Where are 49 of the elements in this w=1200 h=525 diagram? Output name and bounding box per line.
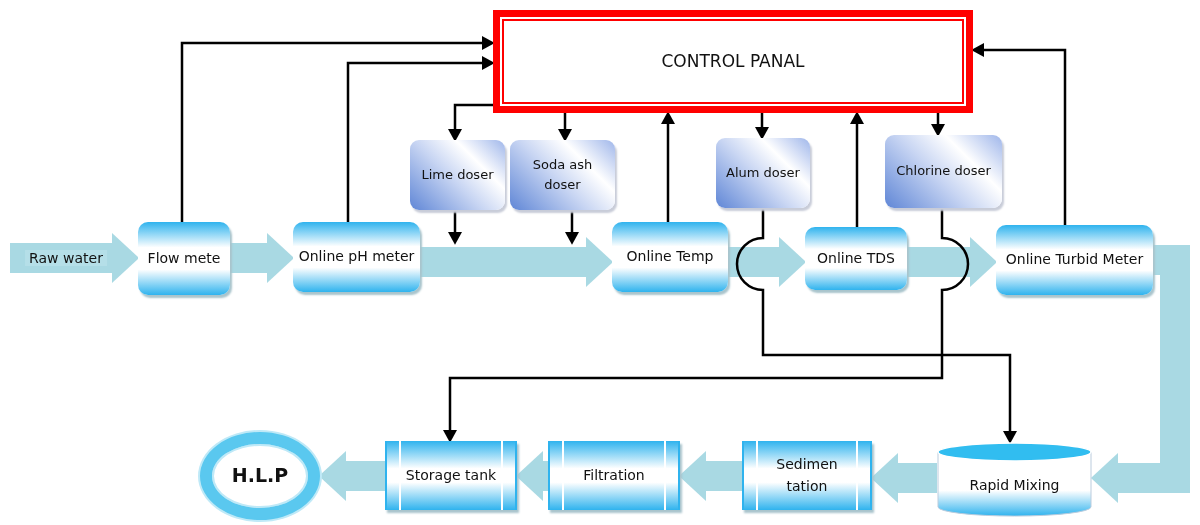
node-label: CONTROL PANAL [661,50,805,74]
node-label: Chlorine doser [896,162,991,181]
flow-arrow [420,237,614,287]
process-box [138,222,230,295]
signal-arrow [558,113,572,142]
flow-arrow [1090,245,1190,503]
node-label: Online Temp [626,247,714,267]
process-box [293,222,420,292]
process-box [996,225,1153,295]
process-box [805,227,907,290]
node-label: Filtration [583,465,645,485]
signal-arrow [443,208,970,443]
node-label: Alum doser [726,163,800,182]
control-panel [493,10,973,113]
node-label: Flow mete [147,248,221,268]
doser-box [716,138,810,208]
process-box [742,441,872,510]
doser-box [510,140,615,210]
signal-arrow [661,111,675,222]
signal-arrow [346,56,495,222]
edge-label: Raw water [25,250,107,266]
signal-arrow [448,210,462,245]
process-box [548,441,680,510]
signal-arrow [448,103,493,142]
signal-arrow [850,111,864,227]
process-box [612,222,728,292]
node-label: Rapid Mixing [969,475,1060,495]
node-label: Lime doser [421,165,494,184]
flow-arrow [230,233,295,283]
signal-arrow [180,36,495,222]
signal-arrow [565,210,579,245]
process-box [385,441,517,510]
node-label: Soda ash doser [531,155,594,194]
signal-arrow [971,43,1067,225]
node-label: Sedimen tation [775,454,839,496]
node-label: Online pH meter [298,247,415,267]
signal-arrow [931,113,945,137]
doser-box [410,140,505,210]
flow-arrow [907,237,998,287]
tank-cylinder [937,442,1092,517]
flow-arrow [10,233,140,283]
node-label: H.L.P [231,463,289,489]
signal-arrow [755,113,769,140]
flow-arrow [728,237,807,287]
node-label: Storage tank [405,465,497,485]
node-label: Online Turbid Meter [1005,250,1144,270]
node-label: Online TDS [817,248,895,268]
signal-arrow [735,208,1017,444]
doser-box [885,135,1002,208]
